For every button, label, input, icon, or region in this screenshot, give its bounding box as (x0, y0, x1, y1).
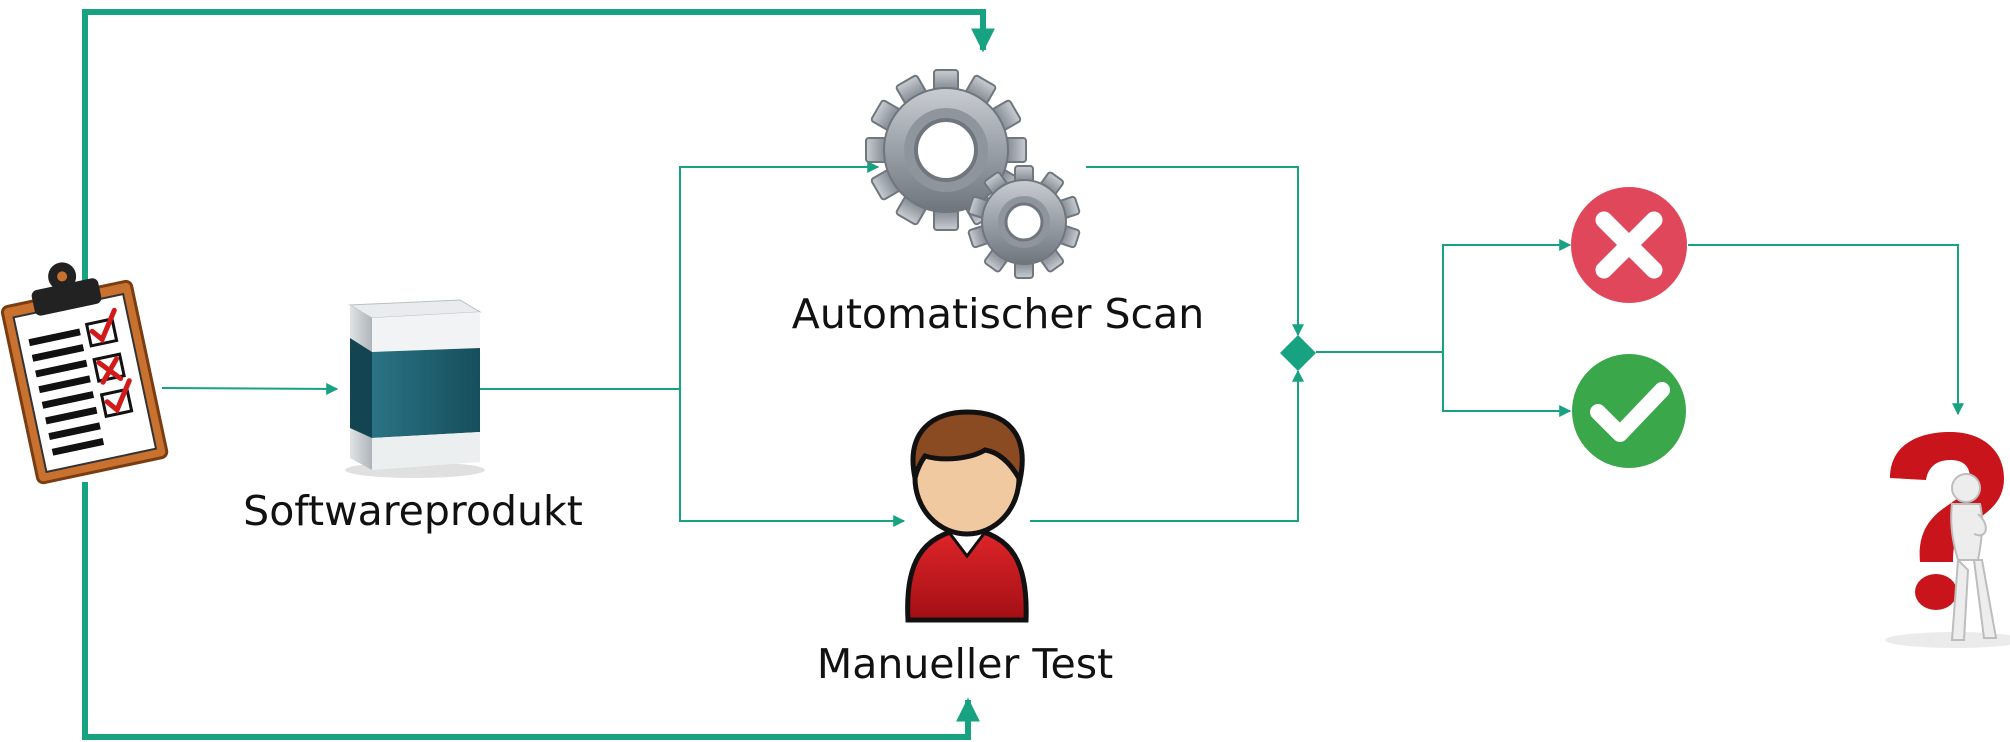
red-x-circle-icon (1571, 187, 1687, 303)
software-box-icon (345, 299, 485, 478)
question-mark-thinking-figure-icon (1885, 432, 2010, 648)
clipboard-checklist-icon (0, 262, 169, 485)
connector-fail-to-question (1688, 244, 1964, 416)
connector-checklist-to-scan (82, 9, 995, 292)
connector-manual-to-decision (1030, 369, 1304, 522)
scan-label: Automatischer Scan (792, 290, 1204, 338)
green-checkmark-circle-icon (1572, 354, 1686, 468)
connector-split-to-manual (679, 389, 906, 527)
gears-icon (865, 69, 1081, 279)
connectors (82, 9, 1964, 740)
connector-split-to-fail (1442, 239, 1572, 352)
connector-checklist-to-software (161, 382, 339, 395)
connector-split-to-scan (679, 161, 880, 389)
manual-label: Manueller Test (817, 640, 1113, 688)
software-label: Softwareprodukt (243, 487, 583, 535)
connector-checklist-to-manual (82, 482, 980, 740)
decision-diamond-icon (1280, 335, 1316, 371)
person-icon (905, 409, 1029, 623)
connector-split-to-pass (1442, 352, 1572, 417)
connector-scan-to-decision (1086, 166, 1304, 337)
